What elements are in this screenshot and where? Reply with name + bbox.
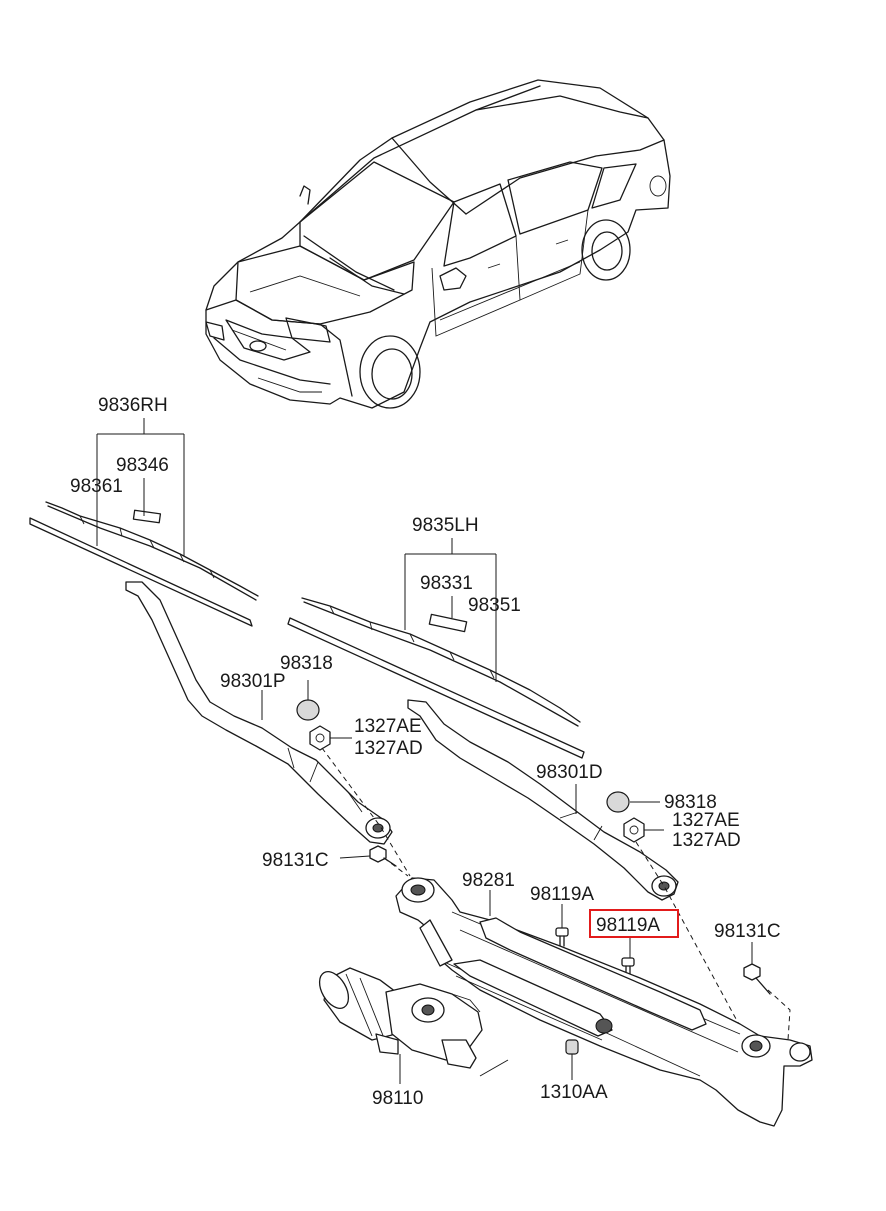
wiper-linkage bbox=[395, 877, 813, 1127]
driver-wiper-arm bbox=[407, 699, 679, 901]
label-lh-insert: 98331 bbox=[420, 573, 473, 594]
passenger-wiper-arm bbox=[125, 581, 393, 845]
screw-a bbox=[555, 927, 569, 947]
label-nut-ad-upper: 1327AD bbox=[354, 738, 423, 759]
label-rh-blade-assy: 9836RH bbox=[98, 395, 168, 416]
label-bolt-left: 98131C bbox=[262, 850, 329, 871]
screw-a-highlighted bbox=[621, 957, 635, 977]
cap-upper bbox=[296, 699, 320, 721]
label-cap-lower: 98318 bbox=[664, 792, 717, 813]
rh-wiper-blade bbox=[29, 501, 259, 627]
label-linkage: 98281 bbox=[462, 870, 515, 891]
assembly-line-bolt-right bbox=[767, 989, 791, 1041]
cap-lower bbox=[606, 791, 630, 813]
leader-lines bbox=[96, 418, 753, 1084]
label-lh-refill: 98351 bbox=[468, 595, 521, 616]
label-screw-a: 98119A bbox=[530, 884, 594, 905]
wiper-motor bbox=[318, 967, 483, 1069]
label-bolt-right: 98131C bbox=[714, 921, 781, 942]
grommet bbox=[565, 1039, 579, 1055]
label-rh-refill: 98361 bbox=[70, 476, 123, 497]
lh-wiper-blade bbox=[287, 597, 585, 759]
highlight-box bbox=[589, 909, 679, 938]
car-illustration bbox=[205, 79, 671, 409]
nut-upper bbox=[309, 725, 331, 751]
label-nut-ae-upper: 1327AE bbox=[354, 716, 422, 737]
label-arm-driver: 98301D bbox=[536, 762, 603, 783]
label-motor: 98110 bbox=[372, 1088, 423, 1109]
label-rh-insert: 98346 bbox=[116, 455, 169, 476]
label-screw-a-highlighted: 98119A bbox=[596, 915, 660, 936]
label-lh-blade-assy: 9835LH bbox=[412, 515, 479, 536]
label-cap-upper: 98318 bbox=[280, 653, 333, 674]
label-arm-passenger: 98301P bbox=[220, 671, 286, 692]
bolt-left bbox=[369, 845, 397, 867]
label-nut-ad-lower: 1327AD bbox=[672, 830, 741, 851]
assembly-line-upper bbox=[321, 747, 411, 877]
nut-lower bbox=[623, 817, 645, 843]
bolt-right bbox=[743, 963, 771, 995]
label-grommet: 1310AA bbox=[540, 1082, 608, 1103]
label-nut-ae-lower: 1327AE bbox=[672, 810, 740, 831]
